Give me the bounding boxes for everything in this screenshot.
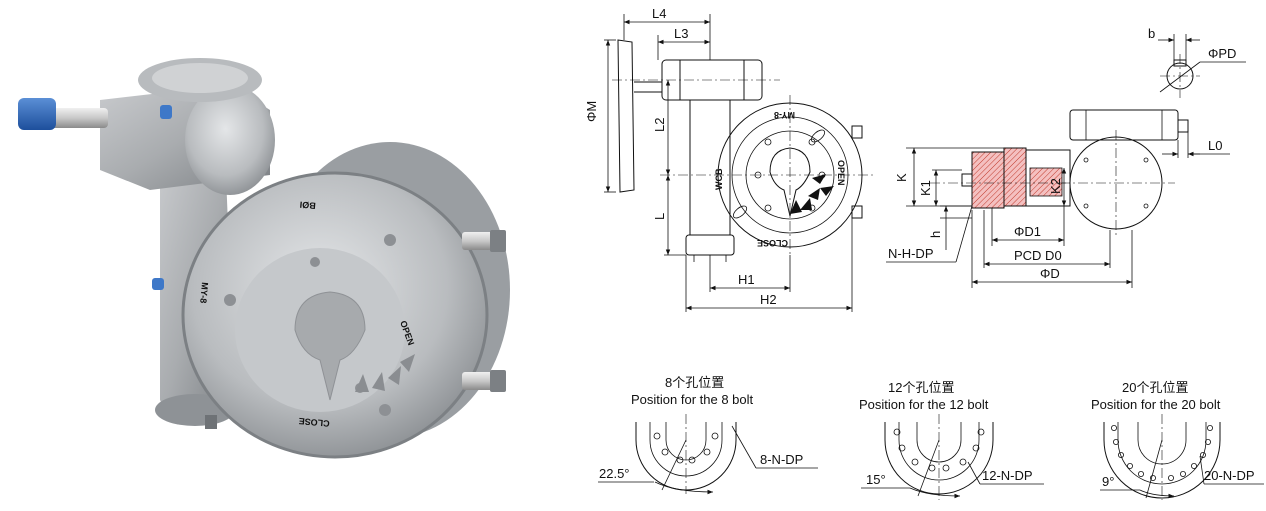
drawing-material-mark: WCB: [714, 168, 724, 190]
bolt20-title-cn: 20个孔位置: [1122, 380, 1188, 395]
bolt8-title-cn: 8个孔位置: [665, 375, 724, 390]
dim-L: L: [652, 213, 667, 220]
gearbox-illustration: OPEN CLOSE MY-8 BØІ: [18, 58, 510, 459]
bolt12-callout: 12-N-DP: [982, 468, 1033, 483]
dim-H2: H2: [760, 292, 777, 307]
bolt20-callout: 20-N-DP: [1204, 468, 1255, 483]
dim-b: b: [1148, 26, 1155, 41]
bolt20-title-en: Position for the 20 bolt: [1091, 397, 1221, 412]
dim-h: h: [928, 231, 943, 238]
dim-L0: L0: [1208, 138, 1222, 153]
front-view: OPEN CLOSE MY-8 WCB L4 L3 ΦM L2 L: [584, 6, 875, 312]
bolt-pattern-20: 20个孔位置 Position for the 20 bolt 9° 20-N-…: [1091, 380, 1264, 500]
dim-K2: K2: [1048, 178, 1063, 194]
bolt12-title-cn: 12个孔位置: [888, 380, 954, 395]
dim-H1: H1: [738, 272, 755, 287]
photo-material-mark: BØІ: [299, 199, 316, 210]
bolt-pattern-8: 8个孔位置 Position for the 8 bolt 22.5° 8-N-…: [598, 375, 818, 495]
dim-K: K: [894, 173, 909, 182]
bolt8-title-en: Position for the 8 bolt: [631, 392, 754, 407]
bolt8-angle: 22.5°: [599, 466, 630, 481]
dim-phiD: ΦD: [1040, 266, 1060, 281]
drawings-svg: OPEN CLOSE MY-8 WCB L4 L3 ΦM L2 L: [584, 6, 1264, 500]
bolt12-angle: 15°: [866, 472, 886, 487]
callout-N-H-DP: N-H-DP: [888, 246, 934, 261]
dim-L4: L4: [652, 6, 666, 21]
bolt20-angle: 9°: [1102, 474, 1114, 489]
dim-phiD1: ΦD1: [1014, 224, 1041, 239]
dimension-drawings: OPEN CLOSE MY-8 WCB L4 L3 ΦM L2 L: [560, 0, 1266, 506]
side-view: b ΦPD L0 K K1 K2: [886, 26, 1246, 288]
drawing-model-mark: MY-8: [774, 110, 795, 120]
photo-close-mark: CLOSE: [298, 416, 330, 429]
bolt12-title-en: Position for the 12 bolt: [859, 397, 989, 412]
dim-phiPD: ΦPD: [1208, 46, 1236, 61]
dim-K1: K1: [918, 180, 933, 196]
drawing-close-mark: CLOSE: [757, 238, 788, 248]
gearbox-photo: OPEN CLOSE MY-8 BØІ: [0, 0, 560, 506]
photo-model-mark: MY-8: [198, 282, 210, 304]
drawing-open-mark: OPEN: [836, 160, 846, 186]
dim-L2: L2: [652, 118, 667, 132]
dim-PCD-D0: PCD D0: [1014, 248, 1062, 263]
dim-L3: L3: [674, 26, 688, 41]
bolt-pattern-12: 12个孔位置 Position for the 12 bolt 15° 12-N…: [859, 380, 1044, 500]
dim-phiM: ΦM: [584, 101, 599, 122]
bolt8-callout: 8-N-DP: [760, 452, 803, 467]
